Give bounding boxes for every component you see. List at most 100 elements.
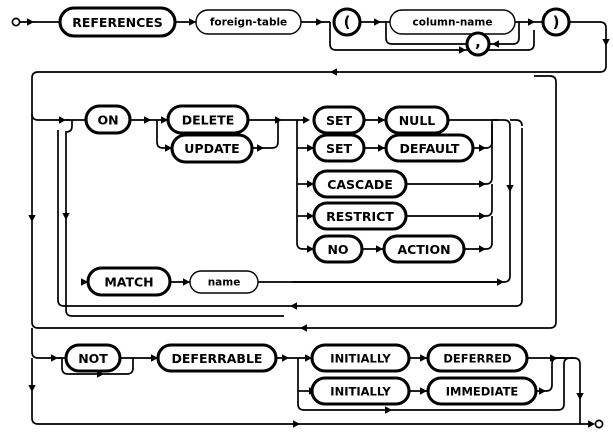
rail-actions-bus: [296, 120, 310, 250]
arrowhead: [307, 212, 314, 220]
arrowhead: [293, 420, 300, 428]
arrowhead: [28, 215, 36, 222]
node-deferred-label: DEFERRED: [443, 352, 511, 366]
node-set-default-set: SET: [312, 133, 366, 163]
arrowhead: [420, 387, 427, 395]
arrowhead: [550, 354, 557, 362]
arrowhead: [479, 245, 486, 253]
node-no: NO: [312, 234, 364, 264]
arrowhead: [492, 40, 499, 48]
rail-default-merge: [473, 120, 493, 149]
arrowhead: [479, 180, 486, 188]
arrowhead: [183, 278, 190, 286]
node-rparen-label: ): [553, 13, 560, 31]
rail-row3-entry: [31, 328, 62, 359]
node-action: ACTION: [382, 234, 466, 264]
node-default-label: DEFAULT: [400, 141, 460, 156]
arrowhead: [59, 116, 66, 124]
node-update-label: UPDATE: [184, 141, 239, 156]
node-not: NOT: [64, 343, 122, 373]
arrowhead: [479, 212, 486, 220]
rail-comma-loop-left: [385, 22, 471, 45]
node-column-name: column-name: [389, 9, 516, 35]
node-cascade-label: CASCADE: [327, 177, 393, 192]
rail-action-merge: [464, 216, 493, 250]
node-name: name: [189, 270, 259, 294]
arrowhead: [257, 144, 264, 152]
arrowhead: [151, 354, 158, 362]
rail-ongroup-out: [292, 119, 511, 283]
arrowhead: [144, 116, 151, 124]
rail-restrict-merge: [406, 184, 493, 217]
end-marker: [594, 419, 604, 429]
arrowhead: [602, 39, 610, 46]
rail-comma-loop-right: [485, 22, 520, 45]
node-on-label: ON: [97, 113, 118, 128]
node-immediate-label: IMMEDIATE: [446, 385, 519, 399]
arrowhead: [303, 116, 310, 124]
arrowhead: [290, 302, 297, 310]
node-update: UPDATE: [170, 133, 254, 164]
rail-immediate-merge: [536, 357, 565, 392]
node-delete: DELETE: [166, 104, 250, 135]
node-references-label: REFERENCES: [72, 15, 163, 30]
arrowhead: [62, 213, 70, 220]
arrowhead: [376, 245, 383, 253]
rail-group-repeat-top: [510, 119, 523, 127]
arrowhead: [27, 18, 34, 26]
node-foreign-table: foreign-table: [195, 9, 302, 35]
arrowhead: [378, 116, 385, 124]
arrowhead: [506, 185, 514, 192]
rail-row1-to-row2: [31, 21, 607, 110]
arrowhead: [97, 370, 104, 378]
arrowhead: [576, 393, 584, 400]
node-default: DEFAULT: [384, 133, 475, 163]
arrowhead: [330, 68, 337, 76]
node-lparen-label: (: [344, 13, 351, 31]
arrowhead: [316, 18, 323, 26]
arrowhead: [165, 144, 172, 152]
node-comma: ,: [465, 31, 491, 57]
node-comma-label: ,: [475, 33, 481, 51]
rail-cascade-merge: [406, 124, 493, 185]
arrowhead: [307, 144, 314, 152]
arrowhead: [459, 46, 466, 54]
node-null-label: NULL: [399, 113, 436, 128]
arrowhead: [51, 354, 58, 362]
node-match-label: MATCH: [104, 275, 153, 290]
node-deferrable-label: DEFERRABLE: [172, 351, 263, 366]
rail-group-loop-left: [65, 120, 284, 317]
node-no-label: NO: [327, 242, 348, 257]
arrowhead: [374, 18, 381, 26]
arrowhead: [307, 180, 314, 188]
arrowhead: [307, 245, 314, 253]
node-restrict-label: RESTRICT: [326, 209, 394, 224]
rail-row3-bypass: [31, 358, 592, 425]
arrowhead: [275, 116, 282, 124]
node-foreign-table-label: foreign-table: [210, 17, 287, 29]
rail-row2-entry: [31, 113, 70, 121]
node-deferred: DEFERRED: [426, 343, 529, 373]
node-set1-label: SET: [326, 113, 353, 128]
rail-paren-bypass: [329, 22, 535, 51]
arrowhead: [385, 406, 392, 414]
rail-row3-out: [565, 357, 581, 424]
arrowhead: [282, 354, 289, 362]
arrowhead: [497, 278, 504, 286]
rail-update-merge: [252, 120, 279, 149]
node-restrict: RESTRICT: [312, 201, 408, 231]
node-name-label: name: [208, 277, 241, 289]
arrowhead: [305, 354, 312, 362]
node-references: REFERENCES: [58, 6, 177, 38]
node-match: MATCH: [86, 266, 172, 297]
node-not-label: NOT: [78, 351, 108, 366]
node-initially1-label: INITIALLY: [330, 352, 391, 366]
arrowhead: [588, 420, 595, 428]
node-rparen: ): [541, 7, 571, 37]
arrowhead: [420, 354, 427, 362]
node-column-name-label: column-name: [413, 17, 493, 29]
rail-group-bypass: [31, 75, 557, 329]
node-cascade: CASCADE: [312, 169, 408, 199]
arrowhead: [28, 385, 36, 392]
